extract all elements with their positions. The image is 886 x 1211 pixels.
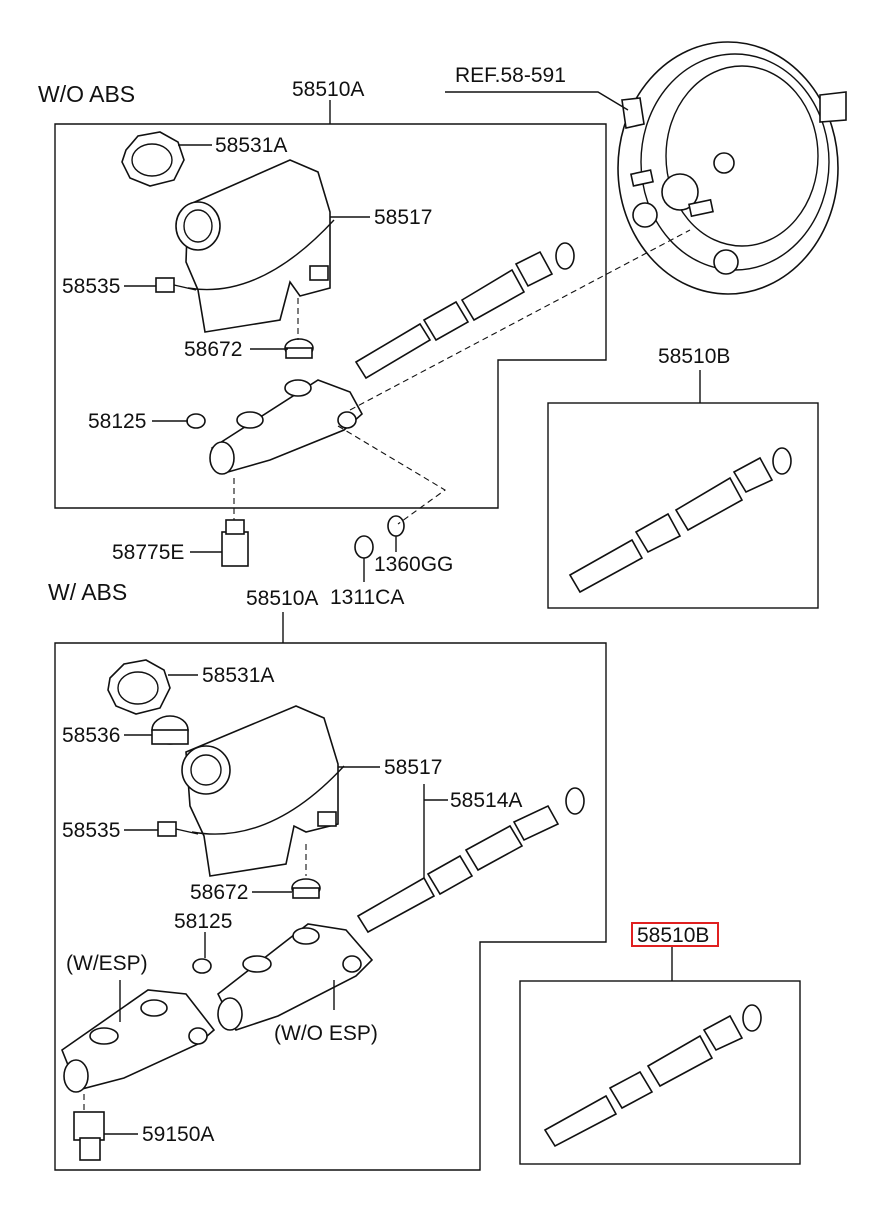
connect-line-3 [337,425,446,525]
highlight-box [631,922,719,947]
ref-leader [445,91,629,111]
part-number-label: 58517 [374,206,432,229]
plug-top [186,413,206,429]
sensor-bottom [157,821,199,837]
plug-bottom [192,958,212,974]
reservoir-cap-bottom [107,659,171,715]
piston-assembly-top [354,242,575,380]
lower-kit-frame [519,980,801,1165]
top-assembly-frame [54,123,607,509]
part-number-label: 58125 [88,410,146,433]
section-heading-wo-abs: W/O ABS [38,81,135,107]
part-number-label: 58672 [184,338,242,361]
master-cylinder-w-esp [61,989,216,1093]
reservoir-bottom [181,705,345,877]
part-number-label: 1360GG [374,553,453,576]
variant-label-w-esp: (W/ESP) [66,952,148,975]
master-cylinder-wo-esp [216,923,374,1031]
ref-label: REF.58-591 [455,64,566,87]
part-number-label: 58510A [292,78,364,101]
part-number-label: 58672 [190,881,248,904]
reservoir-cap-top [121,131,185,187]
bottom-assembly-frame [54,642,607,1171]
part-number-label: 58775E [112,541,184,564]
part-number-label: 1311CA [330,586,404,609]
part-number-label: 58536 [62,724,120,747]
reservoir-top [175,159,335,333]
piston-assembly-bottom [356,787,585,934]
pressure-switch [73,1111,105,1161]
grommet-top [284,338,314,359]
piston-kit-upper [568,447,792,594]
part-number-label: 58125 [174,910,232,933]
part-number-label: 59150A [142,1123,214,1146]
part-number-label: 58510B [658,345,730,368]
strainer-bottom [151,715,189,745]
part-number-label: 58510A [246,587,318,610]
sensor-top [155,277,197,293]
piston-kit-lower [543,1004,762,1148]
part-number-label: 58514A [450,789,522,812]
upper-kit-frame [547,402,819,609]
part-number-label-highlighted[interactable]: 58510B [637,924,709,947]
connect-line-2 [349,229,691,411]
grommet-bottom [291,878,321,899]
part-number-label: 58535 [62,819,120,842]
fitting-top [221,519,249,567]
part-number-label: 58531A [215,134,287,157]
master-cylinder-top [209,379,364,475]
brake-booster [617,41,847,295]
part-number-label: 58531A [202,664,274,687]
part-number-label: 58535 [62,275,120,298]
part-number-label: 58517 [384,756,442,779]
section-heading-w-abs: W/ ABS [48,579,127,605]
variant-label-wo-esp: (W/O ESP) [274,1022,378,1045]
